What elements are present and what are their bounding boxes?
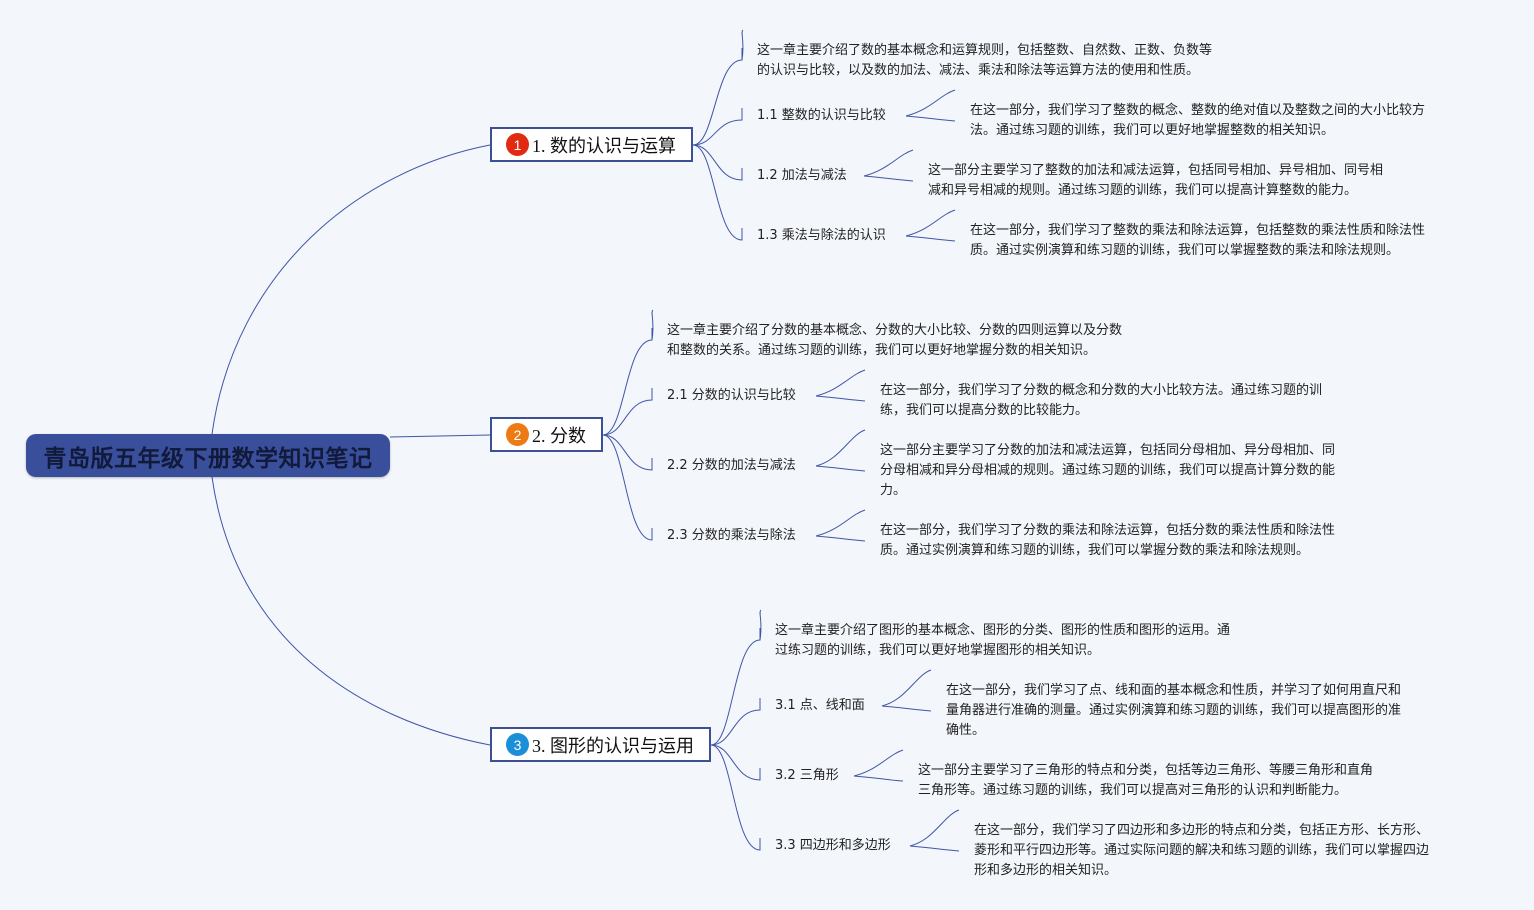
subtopic-2-3-note[interactable]: 在这一部分，我们学习了分数的乘法和除法运算，包括分数的乘法性质和除法性 质。通过… xyxy=(880,521,1335,561)
subtopic-1-3-note[interactable]: 在这一部分，我们学习了整数的乘法和除法运算，包括整数的乘法性质和除法性 质。通过… xyxy=(970,221,1425,261)
subtopic-3-2[interactable]: 3.2 三角形 xyxy=(775,768,839,783)
subtopic-3-1[interactable]: 3.1 点、线和面 xyxy=(775,698,865,713)
fan-1-summary xyxy=(692,48,743,146)
text-line: 力。 xyxy=(880,483,907,498)
text-line: 菱形和平行四边形等。通过实际问题的解决和练习题的训练，我们可以掌握四边 xyxy=(974,843,1430,858)
sub-3-1-up xyxy=(881,669,932,707)
connector-root-branch-2 xyxy=(389,434,491,438)
sub-2-2-down xyxy=(815,465,866,472)
subtopic-2-3[interactable]: 2.3 分数的乘法与除法 xyxy=(667,528,796,543)
text-line: 的认识与比较，以及数的加法、减法、乘法和除法等运算方法的使用和性质。 xyxy=(757,63,1200,78)
sub-3-1-down xyxy=(881,705,932,712)
number-3-icon: 3 xyxy=(506,733,529,756)
text-line: 过练习题的训练，我们可以更好地掌握图形的相关知识。 xyxy=(775,643,1101,658)
branch-2-summary[interactable]: 这一章主要介绍了分数的基本概念、分数的大小比较、分数的四则运算以及分数 和整数的… xyxy=(667,321,1122,361)
fan-2-2 xyxy=(602,434,653,471)
sub-2-1-down xyxy=(815,395,866,402)
fan-2-summary-tail xyxy=(651,309,654,341)
branch-1-summary[interactable]: 这一章主要介绍了数的基本概念和运算规则，包括整数、自然数、正数、负数等 的认识与… xyxy=(757,41,1212,81)
subtopic-2-2[interactable]: 2.2 分数的加法与减法 xyxy=(667,458,796,473)
text-line: 在这一部分，我们学习了点、线和面的基本概念和性质，并学习了如何用直尺和 xyxy=(946,683,1402,698)
subtopic-2-2-note[interactable]: 这一部分主要学习了分数的加法和减法运算，包括同分母相加、异分母相加、同 分母相减… xyxy=(880,441,1335,501)
text-line: 在这一部分，我们学习了整数的概念、整数的绝对值以及整数之间的大小比较方 xyxy=(970,103,1426,118)
sub-2-2-up xyxy=(815,429,866,467)
fan-3-2 xyxy=(710,744,761,781)
branch-2-label: 2. 分数 xyxy=(532,425,586,446)
fan-1-3 xyxy=(692,144,743,241)
subtopic-2-1-note[interactable]: 在这一部分，我们学习了分数的概念和分数的大小比较方法。通过练习题的训 练，我们可… xyxy=(880,381,1322,421)
text-line: 这一章主要介绍了图形的基本概念、图形的分类、图形的性质和图形的运用。通 xyxy=(775,623,1231,638)
sub-1-2-up xyxy=(863,149,914,177)
subtopic-3-1-note[interactable]: 在这一部分，我们学习了点、线和面的基本概念和性质，并学习了如何用直尺和 量角器进… xyxy=(946,681,1401,741)
text-line: 减和异号相减的规则。通过练习题的训练，我们可以提高计算整数的能力。 xyxy=(928,183,1358,198)
subtopic-1-2[interactable]: 1.2 加法与减法 xyxy=(757,168,847,183)
subtopic-1-2-note[interactable]: 这一部分主要学习了整数的加法和减法运算，包括同号相加、异号相加、同号相 减和异号… xyxy=(928,161,1383,201)
sub-2-3-down xyxy=(815,535,866,542)
text-line: 法。通过练习题的训练，我们可以更好地掌握整数的相关知识。 xyxy=(970,123,1335,138)
fan-2-summary xyxy=(602,328,653,436)
sub-1-3-down xyxy=(905,235,956,242)
number-2-icon: 2 xyxy=(506,423,529,446)
sub-3-2-down xyxy=(853,775,904,782)
subtopic-3-3[interactable]: 3.3 四边形和多边形 xyxy=(775,838,891,853)
sub-2-3-up xyxy=(815,509,866,537)
fan-2-1 xyxy=(602,388,653,436)
connector-root-branch-3 xyxy=(211,476,491,746)
branch-3-summary[interactable]: 这一章主要介绍了图形的基本概念、图形的分类、图形的性质和图形的运用。通 过练习题… xyxy=(775,621,1230,661)
text-line: 量角器进行准确的测量。通过实例演算和练习题的训练，我们可以提高图形的准 xyxy=(946,703,1402,718)
text-line: 三角形等。通过练习题的训练，我们可以提高对三角形的认识和判断能力。 xyxy=(918,783,1348,798)
sub-1-1-up xyxy=(905,89,956,117)
branch-1-label: 1. 数的认识与运算 xyxy=(532,135,676,156)
text-line: 质。通过实例演算和练习题的训练，我们可以掌握分数的乘法和除法规则。 xyxy=(880,543,1310,558)
sub-1-1-down xyxy=(905,115,956,122)
text-line: 这一章主要介绍了分数的基本概念、分数的大小比较、分数的四则运算以及分数 xyxy=(667,323,1123,338)
text-line: 质。通过实例演算和练习题的训练，我们可以掌握整数的乘法和除法规则。 xyxy=(970,243,1400,258)
text-line: 这一部分主要学习了整数的加法和减法运算，包括同号相加、异号相加、同号相 xyxy=(928,163,1384,178)
subtopic-1-1-note[interactable]: 在这一部分，我们学习了整数的概念、整数的绝对值以及整数之间的大小比较方 法。通过… xyxy=(970,101,1425,141)
fan-1-2 xyxy=(692,144,743,181)
text-line: 这一部分主要学习了分数的加法和减法运算，包括同分母相加、异分母相加、同 xyxy=(880,443,1336,458)
fan-1-1 xyxy=(692,108,743,146)
subtopic-3-3-note[interactable]: 在这一部分，我们学习了四边形和多边形的特点和分类，包括正方形、长方形、 菱形和平… xyxy=(974,821,1429,881)
sub-2-1-up xyxy=(815,369,866,397)
text-line: 在这一部分，我们学习了四边形和多边形的特点和分类，包括正方形、长方形、 xyxy=(974,823,1430,838)
sub-1-3-up xyxy=(905,209,956,237)
branch-2-topic[interactable]: 2 2. 分数 xyxy=(490,417,603,452)
text-line: 这一章主要介绍了数的基本概念和运算规则，包括整数、自然数、正数、负数等 xyxy=(757,43,1213,58)
branch-1-topic[interactable]: 1 1. 数的认识与运算 xyxy=(490,127,693,162)
text-line: 确性。 xyxy=(946,723,986,738)
number-1-icon: 1 xyxy=(506,133,529,156)
text-line: 和整数的关系。通过练习题的训练，我们可以更好地掌握分数的相关知识。 xyxy=(667,343,1097,358)
fan-2-3 xyxy=(602,434,653,541)
sub-3-3-up xyxy=(909,809,960,847)
fan-3-1 xyxy=(710,698,761,746)
fan-1-summary-tail xyxy=(741,29,744,61)
subtopic-3-2-note[interactable]: 这一部分主要学习了三角形的特点和分类，包括等边三角形、等腰三角形和直角 三角形等… xyxy=(918,761,1373,801)
text-line: 练，我们可以提高分数的比较能力。 xyxy=(880,403,1089,418)
subtopic-1-3[interactable]: 1.3 乘法与除法的认识 xyxy=(757,228,886,243)
root-title: 青岛版五年级下册数学知识笔记 xyxy=(43,445,373,472)
sub-1-2-down xyxy=(863,175,914,182)
text-line: 分母相减和异分母相减的规则。通过练习题的训练，我们可以提高计算分数的能 xyxy=(880,463,1336,478)
fan-3-3 xyxy=(710,744,761,851)
fan-3-summary-tail xyxy=(759,609,762,641)
sub-3-2-up xyxy=(853,749,904,777)
fan-3-summary xyxy=(710,628,761,746)
connector-root-branch-1 xyxy=(211,144,491,435)
subtopic-2-1[interactable]: 2.1 分数的认识与比较 xyxy=(667,388,796,403)
text-line: 形和多边形的相关知识。 xyxy=(974,863,1118,878)
branch-3-label: 3. 图形的认识与运用 xyxy=(532,735,694,756)
text-line: 在这一部分，我们学习了分数的概念和分数的大小比较方法。通过练习题的训 xyxy=(880,383,1323,398)
sub-3-3-down xyxy=(909,845,960,852)
text-line: 在这一部分，我们学习了分数的乘法和除法运算，包括分数的乘法性质和除法性 xyxy=(880,523,1336,538)
branch-3-topic[interactable]: 3 3. 图形的认识与运用 xyxy=(490,727,711,762)
subtopic-1-1[interactable]: 1.1 整数的认识与比较 xyxy=(757,108,886,123)
text-line: 这一部分主要学习了三角形的特点和分类，包括等边三角形、等腰三角形和直角 xyxy=(918,763,1374,778)
root-topic[interactable]: 青岛版五年级下册数学知识笔记 xyxy=(26,434,390,477)
text-line: 在这一部分，我们学习了整数的乘法和除法运算，包括整数的乘法性质和除法性 xyxy=(970,223,1426,238)
